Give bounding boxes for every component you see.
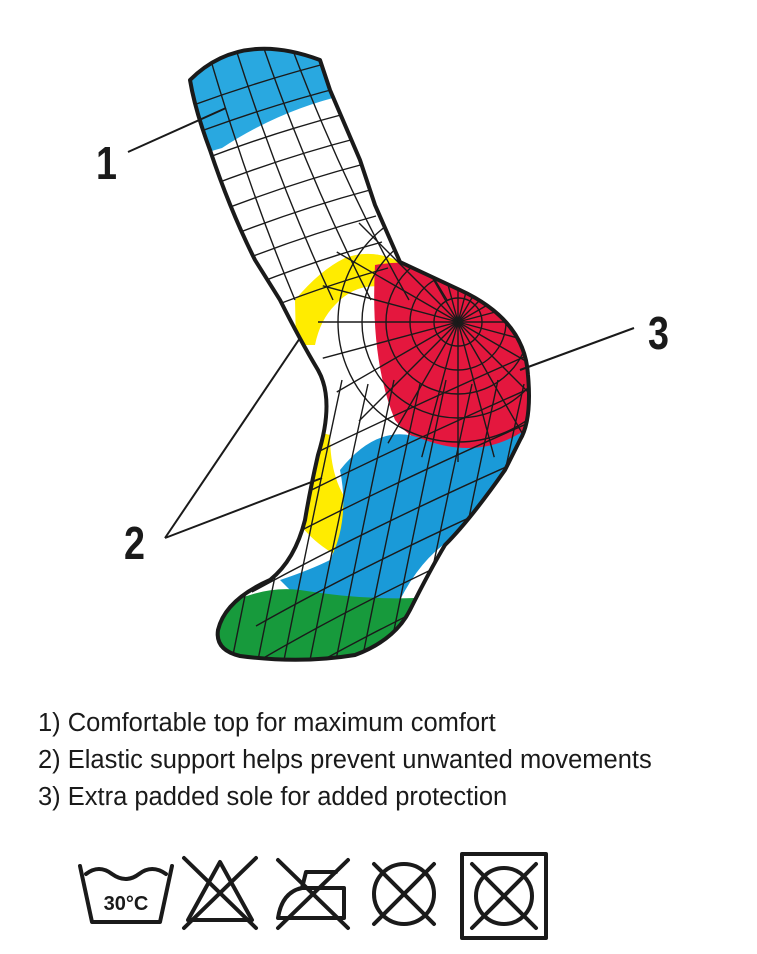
mesh-line (336, 321, 459, 393)
callout-3-leader (519, 327, 635, 371)
mesh-line (232, 48, 334, 301)
mesh-line (457, 222, 529, 323)
no-bleach-icon (182, 856, 258, 930)
callout-2-leader-a (164, 337, 301, 539)
mesh-line (322, 321, 459, 359)
mesh-line (333, 379, 395, 660)
mesh-line (195, 111, 353, 163)
mesh-line (190, 85, 347, 137)
mesh-line (457, 321, 529, 444)
mesh-line (387, 321, 459, 444)
callout-1-leader (127, 107, 227, 153)
feature-item-2: 2) Elastic support helps prevent unwante… (38, 746, 652, 774)
callout-2-leader-b (164, 477, 323, 539)
sole-zone (280, 430, 525, 605)
mesh-line (359, 383, 421, 660)
mesh-line (288, 48, 410, 301)
sock-outline (188, 46, 531, 662)
mesh-line (457, 251, 529, 323)
care-symbols: 30°C (78, 852, 548, 940)
mesh-line (433, 297, 483, 347)
mesh-line (260, 48, 372, 301)
mesh-line (307, 383, 369, 660)
mesh-line (457, 200, 529, 323)
mesh-line (457, 321, 529, 393)
mesh-line (322, 285, 459, 323)
mesh-line (204, 48, 296, 301)
sock-diagram (127, 46, 635, 662)
wash-temperature-label: 30°C (104, 893, 149, 915)
feature-list: 1) Comfortable top for maximum comfort 2… (38, 705, 652, 816)
mesh-line (281, 379, 343, 660)
no-dry-clean-icon (372, 862, 436, 926)
mesh-line (336, 251, 459, 323)
no-iron-icon (276, 858, 350, 930)
wash-30-icon: 30°C (78, 864, 174, 924)
feature-item-1: 1) Comfortable top for maximum comfort (38, 709, 496, 737)
mesh-line (457, 321, 495, 458)
callout-2: 2 (124, 517, 145, 569)
toe-zone (215, 589, 415, 660)
callout-3: 3 (648, 307, 669, 359)
no-tumble-dry-icon (460, 852, 548, 940)
mesh-line (251, 451, 529, 593)
callout-1: 1 (96, 137, 117, 189)
feature-item-3: 3) Extra padded sole for added protectio… (38, 783, 508, 811)
